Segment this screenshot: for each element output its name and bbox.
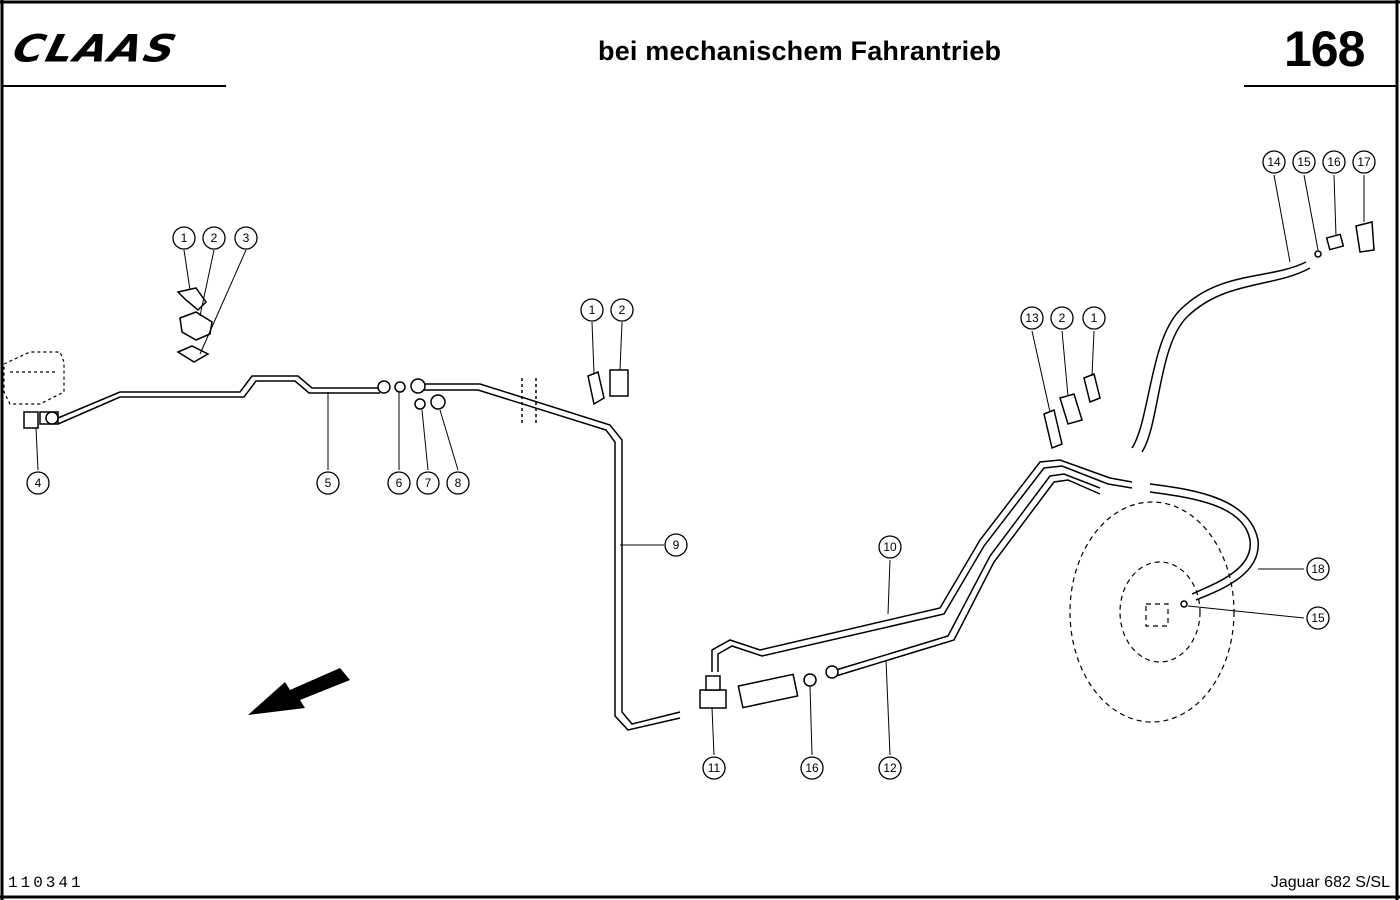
callout-15: 15 bbox=[1306, 606, 1330, 630]
callout-9: 9 bbox=[664, 533, 688, 557]
callout-circle bbox=[580, 298, 604, 322]
callout-circle bbox=[1352, 150, 1376, 174]
callout-label: 2 bbox=[619, 303, 626, 317]
callout-17: 17 bbox=[1352, 150, 1376, 174]
model-name: Jaguar 682 S/SL bbox=[1270, 874, 1390, 891]
callout-3: 3 bbox=[234, 226, 258, 250]
callout-1: 1 bbox=[1082, 306, 1106, 330]
callout-5: 5 bbox=[316, 471, 340, 495]
callout-label: 1 bbox=[1091, 311, 1098, 325]
callout-12: 12 bbox=[878, 756, 902, 780]
callout-circle bbox=[1292, 150, 1316, 174]
callout-circle bbox=[610, 298, 634, 322]
callout-circle bbox=[202, 226, 226, 250]
callout-circle bbox=[1306, 606, 1330, 630]
callout-2: 2 bbox=[610, 298, 634, 322]
callout-circle bbox=[316, 471, 340, 495]
callout-circle bbox=[446, 471, 470, 495]
wheel-outline bbox=[1069, 501, 1235, 723]
callout-label: 2 bbox=[1059, 311, 1066, 325]
callout-circle bbox=[878, 535, 902, 559]
callout-label: 5 bbox=[325, 476, 332, 490]
fittings-6-7-8 bbox=[377, 378, 446, 410]
callout-label: 12 bbox=[883, 761, 897, 775]
callout-circle bbox=[234, 226, 258, 250]
callout-circle bbox=[416, 471, 440, 495]
callout-label: 15 bbox=[1311, 611, 1325, 625]
callout-label: 9 bbox=[673, 538, 680, 552]
callout-label: 4 bbox=[35, 476, 42, 490]
callout-label: 17 bbox=[1357, 155, 1371, 169]
callout-label: 16 bbox=[1327, 155, 1341, 169]
elbow-fitting-4 bbox=[23, 411, 59, 429]
callout-label: 16 bbox=[805, 761, 819, 775]
callout-label: 14 bbox=[1267, 155, 1281, 169]
callout-circle bbox=[1262, 150, 1286, 174]
callout-14: 14 bbox=[1262, 150, 1286, 174]
callout-circle bbox=[878, 756, 902, 780]
callout-16: 16 bbox=[1322, 150, 1346, 174]
callout-18: 18 bbox=[1306, 557, 1330, 581]
callout-4: 4 bbox=[26, 471, 50, 495]
pipe-9 bbox=[424, 378, 681, 731]
callout-circle bbox=[172, 226, 196, 250]
callout-7: 7 bbox=[416, 471, 440, 495]
callout-1: 1 bbox=[580, 298, 604, 322]
callout-circle bbox=[1082, 306, 1106, 330]
callout-8: 8 bbox=[446, 471, 470, 495]
callout-2: 2 bbox=[1050, 306, 1074, 330]
page-title: bei mechanischem Fahrantrieb bbox=[598, 36, 1002, 66]
callout-16: 16 bbox=[800, 756, 824, 780]
callout-label: 18 bbox=[1311, 562, 1325, 576]
hose-14 bbox=[1131, 261, 1311, 453]
callout-label: 8 bbox=[455, 476, 462, 490]
callout-circle bbox=[1306, 557, 1330, 581]
drawing-number: 110341 bbox=[8, 874, 84, 892]
clamp-set-top-left bbox=[176, 287, 213, 363]
callout-label: 15 bbox=[1297, 155, 1311, 169]
pipe-5 bbox=[57, 375, 380, 425]
callout-label: 6 bbox=[396, 476, 403, 490]
callout-circle bbox=[800, 756, 824, 780]
page-number: 168 bbox=[1284, 21, 1365, 77]
callout-11: 11 bbox=[702, 756, 726, 780]
fittings-15-16-17 bbox=[1180, 221, 1375, 608]
callout-1: 1 bbox=[172, 226, 196, 250]
pipes-10-12 bbox=[711, 459, 1133, 677]
tee-block-11-16 bbox=[699, 665, 839, 709]
callout-circle bbox=[702, 756, 726, 780]
callout-label: 13 bbox=[1025, 311, 1039, 325]
callout-13: 13 bbox=[1020, 306, 1044, 330]
callout-circle bbox=[387, 471, 411, 495]
direction-arrow bbox=[248, 668, 350, 715]
callout-label: 2 bbox=[211, 231, 218, 245]
callout-label: 3 bbox=[243, 231, 250, 245]
callout-circle bbox=[1050, 306, 1074, 330]
callout-circle bbox=[26, 471, 50, 495]
callout-6: 6 bbox=[387, 471, 411, 495]
leader-lines bbox=[35, 174, 1365, 756]
callout-label: 1 bbox=[589, 303, 596, 317]
callout-2: 2 bbox=[202, 226, 226, 250]
callout-label: 1 bbox=[181, 231, 188, 245]
pump-housing-outline bbox=[3, 351, 65, 405]
callout-circle bbox=[1322, 150, 1346, 174]
callout-label: 7 bbox=[425, 476, 432, 490]
callout-circle bbox=[664, 533, 688, 557]
hose-18 bbox=[1149, 483, 1259, 601]
callout-10: 10 bbox=[878, 535, 902, 559]
clamp-set-right bbox=[1043, 372, 1101, 450]
callout-label: 11 bbox=[708, 761, 721, 775]
clamp-set-middle bbox=[587, 369, 629, 406]
callout-15: 15 bbox=[1292, 150, 1316, 174]
callout-label: 10 bbox=[883, 540, 897, 554]
callout-circle bbox=[1020, 306, 1044, 330]
